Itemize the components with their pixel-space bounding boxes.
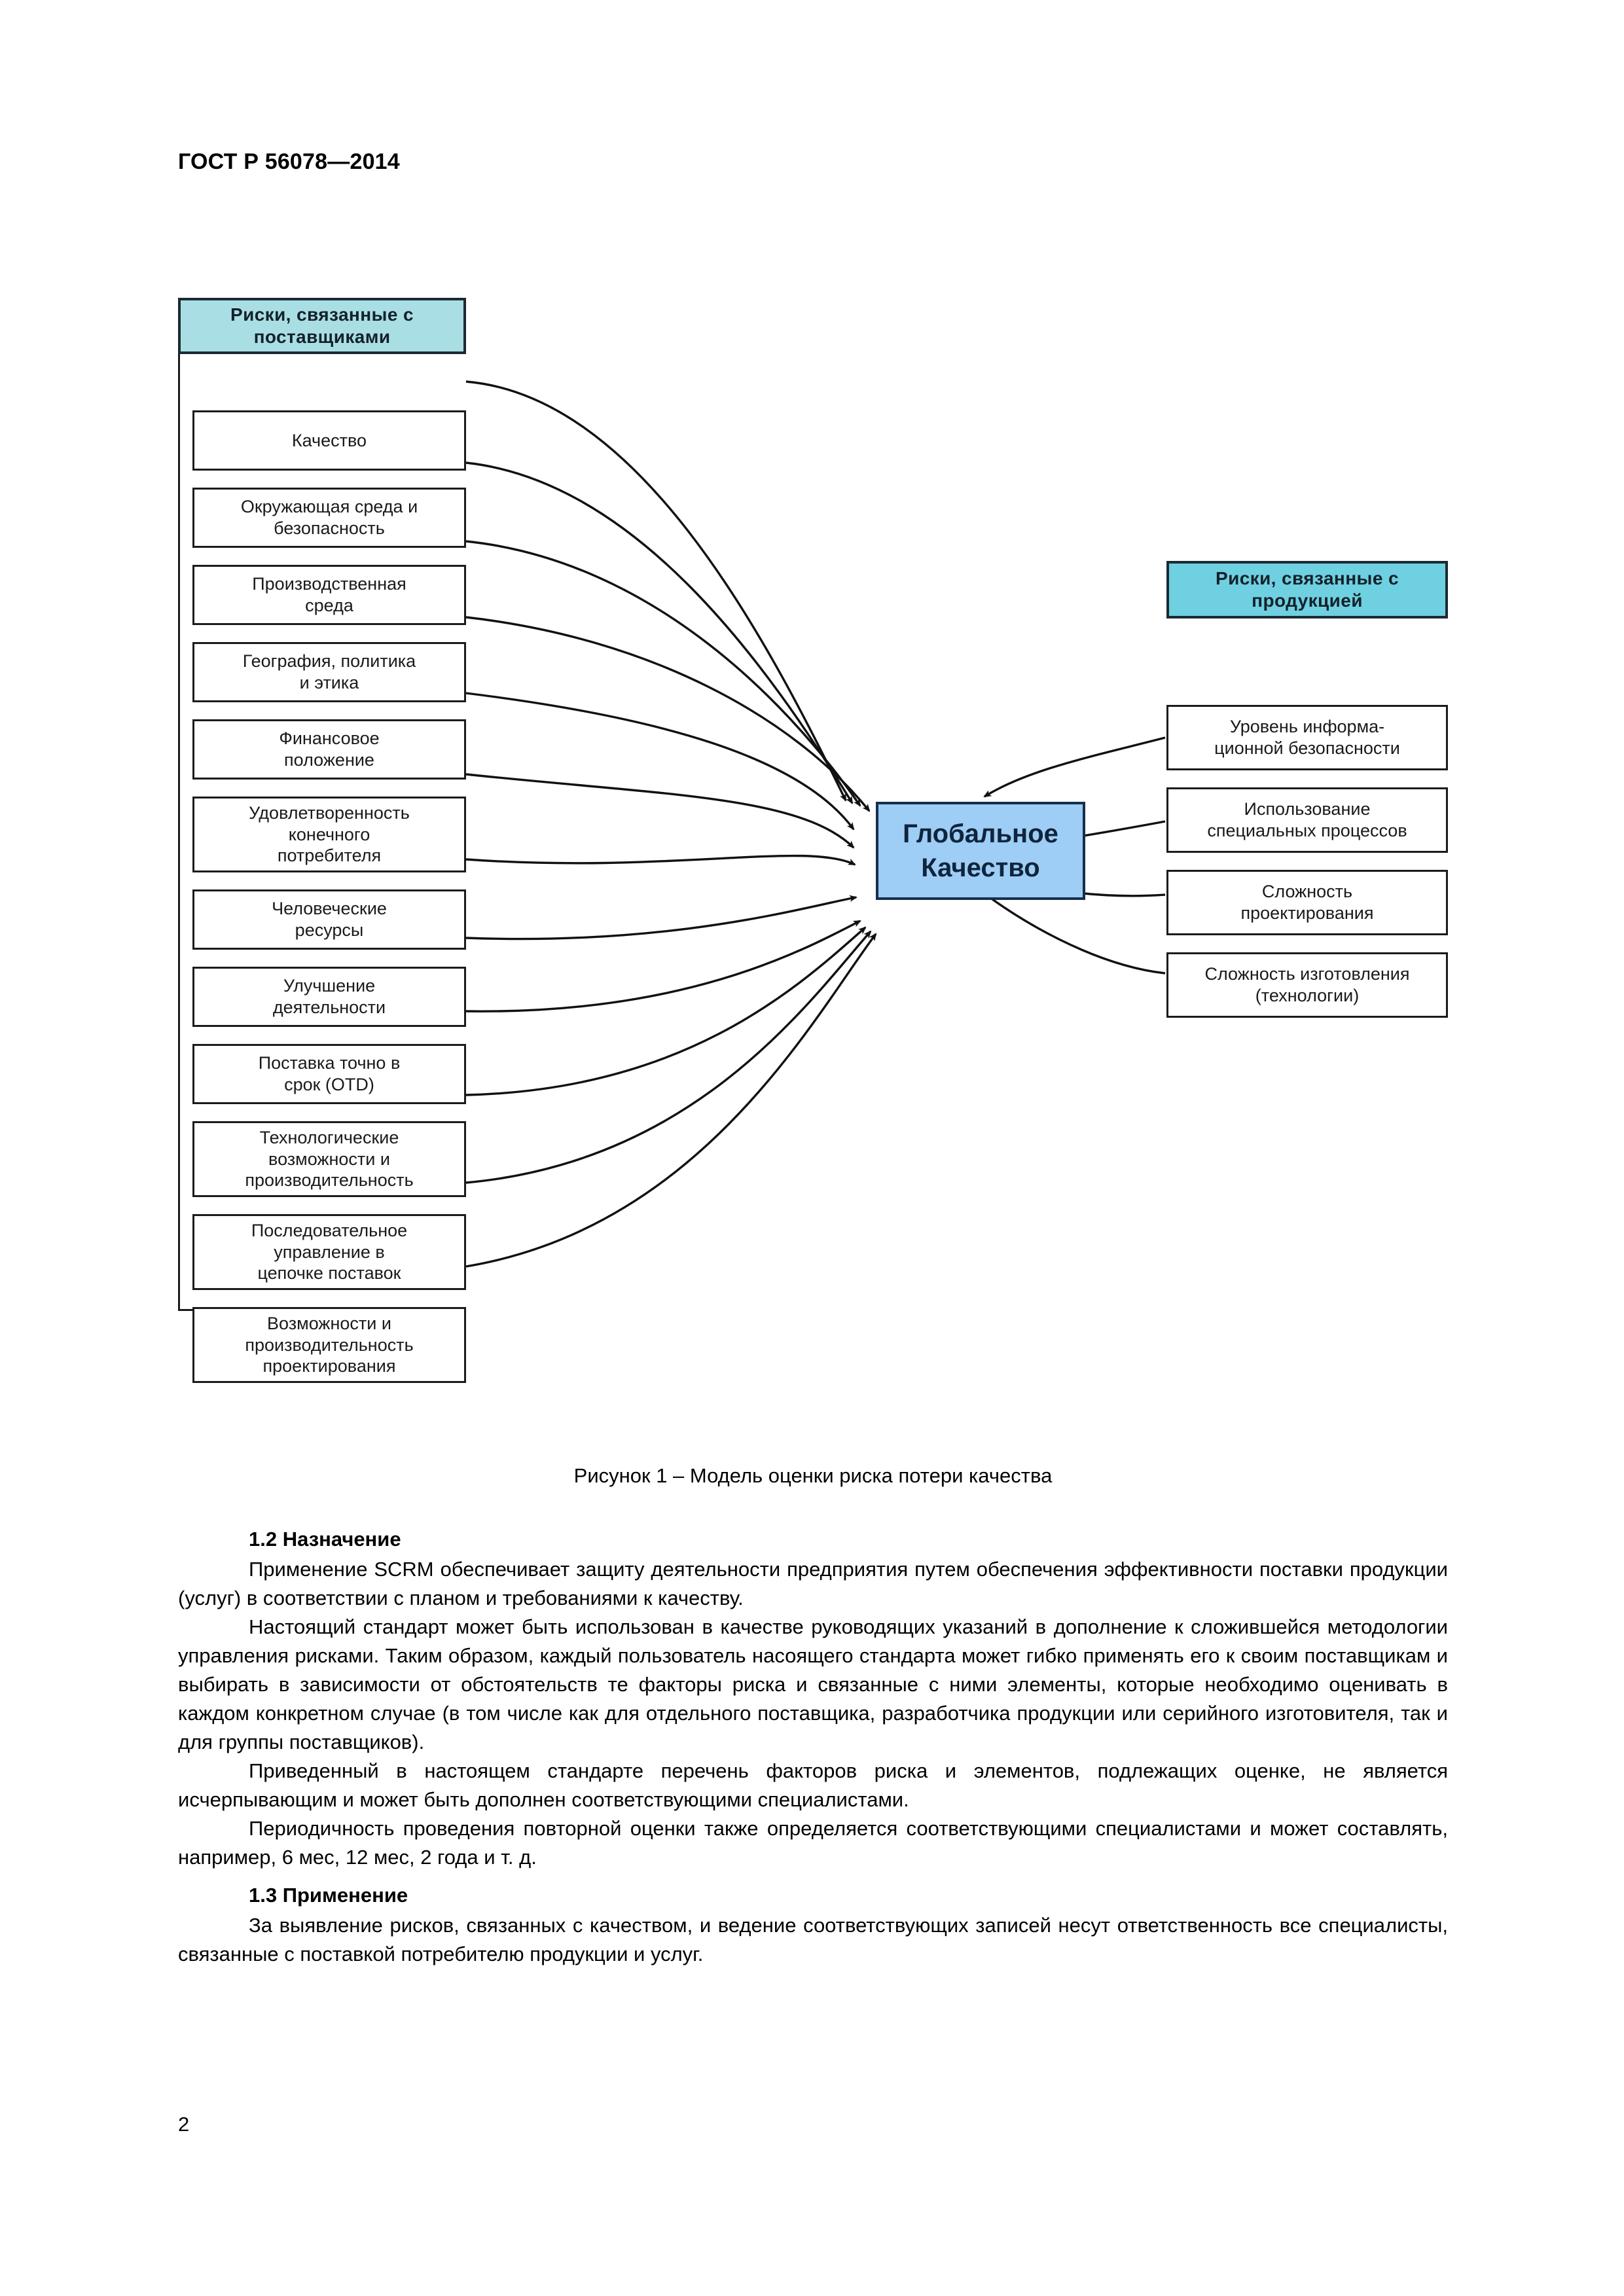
global-quality-line2: Качество: [921, 853, 1040, 882]
supplier-risk-item: География, политика и этика: [192, 642, 466, 702]
supplier-risk-item: Качество: [192, 410, 466, 471]
paragraph: За выявление рисков, связанных с качеств…: [178, 1914, 1448, 1966]
supplier-risk-item: Технологические возможности и производит…: [192, 1121, 466, 1197]
body-content: 1.2 Назначение Применение SCRM обеспечив…: [178, 1516, 1448, 1969]
section-heading-purpose: 1.2 Назначение: [249, 1528, 401, 1551]
supplier-risk-item: Производственная среда: [192, 565, 466, 625]
global-quality-line1: Глобальное: [903, 819, 1058, 848]
figure-caption: Рисунок 1 – Модель оценки риска потери к…: [573, 1464, 1053, 1487]
global-quality-node: Глобальное Качество: [876, 802, 1085, 900]
supplier-risks-heading: Риски, связанные с поставщиками: [178, 298, 466, 354]
supplier-risk-item: Последовательное управление в цепочке по…: [192, 1214, 466, 1290]
page-number: 2: [178, 2113, 190, 2136]
paragraph: Приведенный в настоящем стандарте перече…: [178, 1759, 1448, 1812]
supplier-risks-heading-line1: Риски, связанные с: [230, 304, 414, 325]
risk-model-diagram: Риски, связанные с поставщиками Качество…: [178, 298, 1448, 1450]
supplier-risk-item: Окружающая среда и безопасность: [192, 488, 466, 548]
section-heading-application: 1.3 Применение: [249, 1884, 408, 1907]
supplier-risk-item: Финансовое положение: [192, 719, 466, 780]
supplier-risk-item: Улучшение деятельности: [192, 967, 466, 1027]
product-risk-item: Использование специальных процессов: [1166, 787, 1448, 853]
figure-1: Риски, связанные с поставщиками Качество…: [178, 298, 1448, 1450]
product-risks-heading-line2: продукцией: [1252, 590, 1363, 611]
supplier-risk-item: Удовлетворенность конечного потребителя: [192, 797, 466, 872]
product-risks-heading-line1: Риски, связанные с: [1216, 567, 1399, 588]
product-risk-item: Сложность изготовления (технологии): [1166, 952, 1448, 1018]
product-risk-item: Уровень информа- ционной безопасности: [1166, 705, 1448, 770]
supplier-risks-heading-line2: поставщиками: [253, 327, 391, 347]
product-risks-heading: Риски, связанные с продукцией: [1166, 561, 1448, 619]
paragraph: Применение SCRM обеспечивает защиту деят…: [178, 1558, 1448, 1610]
product-risk-item: Сложность проектирования: [1166, 870, 1448, 935]
supplier-risk-item: Поставка точно в срок (OTD): [192, 1044, 466, 1104]
paragraph: Периодичность проведения повторной оценк…: [178, 1817, 1448, 1869]
supplier-risk-item: Возможности и производительность проекти…: [192, 1307, 466, 1383]
supplier-risk-item: Человеческие ресурсы: [192, 889, 466, 950]
paragraph: Настоящий стандарт может быть использова…: [178, 1615, 1448, 1754]
running-head: ГОСТ Р 56078—2014: [178, 149, 400, 174]
